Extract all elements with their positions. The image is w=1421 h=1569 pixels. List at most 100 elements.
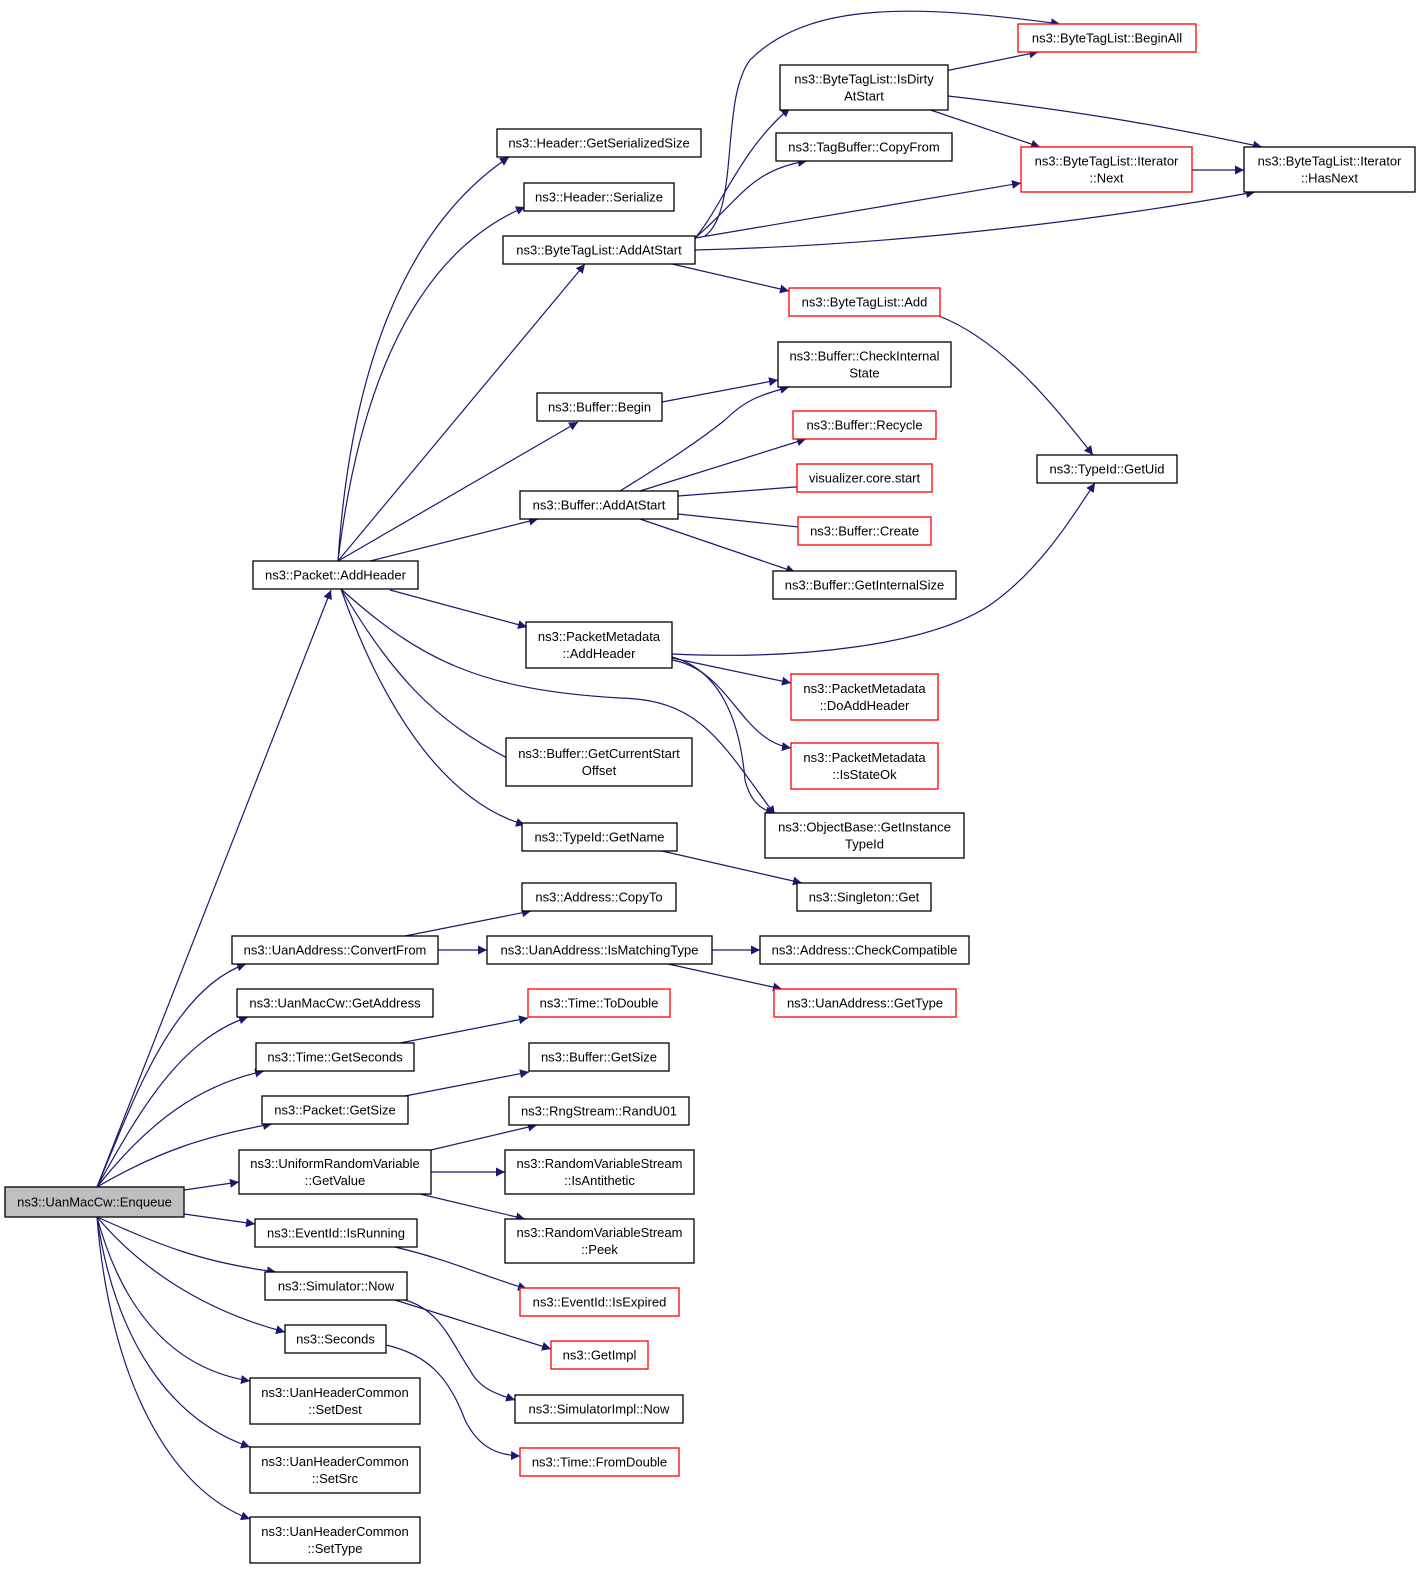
edge-sim_now-to-getimpl	[394, 1299, 552, 1351]
node-label-hdr_getsersize: ns3::Header::GetSerializedSize	[508, 136, 689, 151]
node-convertfrom[interactable]: ns3::UanAddress::ConvertFrom	[231, 935, 439, 965]
node-btl_add[interactable]: ns3::ByteTagList::Add	[788, 287, 941, 317]
node-pkt_getsize[interactable]: ns3::Packet::GetSize	[261, 1095, 409, 1125]
node-box-buf_checkinternal	[777, 341, 952, 388]
edge-enqueue-to-pkt_getsize	[96, 1121, 273, 1188]
node-buf_create[interactable]: ns3::Buffer::Create	[797, 516, 932, 546]
node-ua_gettype[interactable]: ns3::UanAddress::GetType	[773, 988, 957, 1018]
node-label-singleton_get: ns3::Singleton::Get	[809, 890, 920, 905]
node-time_todouble[interactable]: ns3::Time::ToDouble	[527, 988, 671, 1018]
node-buf_begin[interactable]: ns3::Buffer::Begin	[536, 392, 663, 422]
node-tid_getname[interactable]: ns3::TypeId::GetName	[521, 822, 678, 852]
node-buf_recycle[interactable]: ns3::Buffer::Recycle	[792, 410, 937, 440]
node-label-getseconds: ns3::Time::GetSeconds	[267, 1050, 403, 1065]
edge-addheader-to-hdr_getsersize	[337, 156, 510, 562]
node-label-addheader: ns3::Packet::AddHeader	[265, 568, 407, 583]
node-singleton_get[interactable]: ns3::Singleton::Get	[796, 882, 932, 912]
node-box-ob_getinstancetid	[764, 812, 965, 859]
node-label-tagbuf_copyfrom: ns3::TagBuffer::CopyFrom	[788, 140, 940, 155]
node-urv_getvalue[interactable]: ns3::UniformRandomVariable::GetValue	[238, 1149, 432, 1195]
node-settype[interactable]: ns3::UanHeaderCommon::SetType	[249, 1516, 421, 1564]
node-box-btl_iter_hasnext	[1243, 146, 1416, 193]
node-buf_addatstart[interactable]: ns3::Buffer::AddAtStart	[519, 490, 679, 520]
node-label-btl_add: ns3::ByteTagList::Add	[802, 295, 928, 310]
node-box-viz_start	[796, 463, 933, 493]
node-hdr_serialize[interactable]: ns3::Header::Serialize	[523, 182, 675, 212]
node-label-addr_copyto: ns3::Address::CopyTo	[535, 890, 662, 905]
node-simimpl_now[interactable]: ns3::SimulatorImpl::Now	[514, 1394, 684, 1424]
node-pm_doaddheader[interactable]: ns3::PacketMetadata::DoAddHeader	[790, 673, 939, 721]
node-label-buf_getinternalsize: ns3::Buffer::GetInternalSize	[785, 578, 944, 593]
node-box-hdr_getsersize	[496, 128, 702, 158]
edge-sim_now-to-simimpl_now	[404, 1299, 516, 1402]
node-label-settype-line2: ::SetType	[308, 1541, 363, 1556]
node-pm_addheader[interactable]: ns3::PacketMetadata::AddHeader	[525, 621, 673, 669]
node-seconds[interactable]: ns3::Seconds	[284, 1324, 387, 1354]
edge-pm_addheader-to-tid_getuid	[671, 482, 1096, 656]
edge-addheader-to-hdr_serialize	[337, 206, 526, 562]
node-ua_ismatching[interactable]: ns3::UanAddress::IsMatchingType	[486, 935, 713, 965]
node-label-btl_isdirty-line2: AtStart	[844, 89, 884, 104]
node-addheader[interactable]: ns3::Packet::AddHeader	[252, 560, 419, 590]
node-addr_checkcompat[interactable]: ns3::Address::CheckCompatible	[759, 935, 970, 965]
node-sim_now[interactable]: ns3::Simulator::Now	[264, 1271, 408, 1301]
node-rvs_peek[interactable]: ns3::RandomVariableStream::Peek	[504, 1218, 695, 1264]
node-label-rvs_peek-line1: ns3::RandomVariableStream	[517, 1225, 683, 1240]
node-label-time_todouble: ns3::Time::ToDouble	[540, 996, 659, 1011]
nodes-layer: ns3::UanMacCw::Enqueue ns3::Packet::AddHe…	[4, 23, 1416, 1564]
node-label-viz_start: visualizer.core.start	[809, 471, 921, 486]
node-enqueue[interactable]: ns3::UanMacCw::Enqueue	[4, 1186, 185, 1218]
node-box-simimpl_now	[514, 1394, 684, 1424]
node-buf_getinternalsize[interactable]: ns3::Buffer::GetInternalSize	[772, 570, 957, 600]
node-box-rvs_isantithetic	[504, 1149, 695, 1195]
node-box-settype	[249, 1516, 421, 1564]
node-setdest[interactable]: ns3::UanHeaderCommon::SetDest	[249, 1377, 421, 1425]
node-box-getaddress	[236, 988, 434, 1018]
node-addr_copyto[interactable]: ns3::Address::CopyTo	[521, 882, 677, 912]
edge-convertfrom-to-addr_copyto	[404, 908, 532, 937]
node-btl_beginall[interactable]: ns3::ByteTagList::BeginAll	[1017, 23, 1197, 53]
edge-enqueue-to-urv_getvalue	[183, 1178, 240, 1191]
node-time_fromdouble[interactable]: ns3::Time::FromDouble	[519, 1447, 680, 1477]
node-box-rvs_peek	[504, 1218, 695, 1264]
edge-addheader-to-ob_getinstancetid	[340, 588, 776, 816]
node-label-pm_isstateok-line1: ns3::PacketMetadata	[803, 750, 926, 765]
node-btl_iter_hasnext[interactable]: ns3::ByteTagList::Iterator::HasNext	[1243, 146, 1416, 193]
node-tid_getuid[interactable]: ns3::TypeId::GetUid	[1036, 454, 1178, 484]
node-isrunning[interactable]: ns3::EventId::IsRunning	[254, 1218, 418, 1248]
edge-btl_addatstart-to-btl_beginall	[704, 10, 1061, 237]
node-rvs_isantithetic[interactable]: ns3::RandomVariableStream::IsAntithetic	[504, 1149, 695, 1195]
node-box-addr_copyto	[521, 882, 677, 912]
node-box-btl_addatstart	[502, 235, 696, 265]
edge-addheader-to-buf_begin	[337, 421, 579, 562]
node-box-seconds	[284, 1324, 387, 1354]
node-setsrc[interactable]: ns3::UanHeaderCommon::SetSrc	[249, 1446, 421, 1494]
node-label-btl_addatstart: ns3::ByteTagList::AddAtStart	[516, 243, 682, 258]
node-box-getseconds	[255, 1042, 415, 1072]
edge-addheader-to-tid_getname	[340, 588, 526, 827]
node-getseconds[interactable]: ns3::Time::GetSeconds	[255, 1042, 415, 1072]
node-hdr_getsersize[interactable]: ns3::Header::GetSerializedSize	[496, 128, 702, 158]
edge-btl_isdirty-to-btl_iter_hasnext	[947, 95, 1263, 150]
node-btl_addatstart[interactable]: ns3::ByteTagList::AddAtStart	[502, 235, 696, 265]
node-label-buf_getsize: ns3::Buffer::GetSize	[541, 1050, 657, 1065]
node-pm_isstateok[interactable]: ns3::PacketMetadata::IsStateOk	[790, 742, 939, 790]
node-buf_getsize[interactable]: ns3::Buffer::GetSize	[528, 1042, 670, 1072]
node-label-getaddress: ns3::UanMacCw::GetAddress	[249, 996, 421, 1011]
node-btl_iter_next[interactable]: ns3::ByteTagList::Iterator::Next	[1020, 146, 1193, 193]
node-getaddress[interactable]: ns3::UanMacCw::GetAddress	[236, 988, 434, 1018]
edge-enqueue-to-setsrc	[96, 1216, 251, 1449]
node-box-buf_getsize	[528, 1042, 670, 1072]
node-viz_start[interactable]: visualizer.core.start	[796, 463, 933, 493]
node-ev_isexpired[interactable]: ns3::EventId::IsExpired	[519, 1287, 680, 1317]
node-label-buf_recycle: ns3::Buffer::Recycle	[806, 418, 922, 433]
node-getimpl[interactable]: ns3::GetImpl	[550, 1340, 649, 1370]
node-box-getimpl	[550, 1340, 649, 1370]
node-rng_randu01[interactable]: ns3::RngStream::RandU01	[508, 1096, 690, 1126]
edge-pm_addheader-to-pm_doaddheader	[671, 657, 792, 686]
node-tagbuf_copyfrom[interactable]: ns3::TagBuffer::CopyFrom	[775, 132, 953, 162]
